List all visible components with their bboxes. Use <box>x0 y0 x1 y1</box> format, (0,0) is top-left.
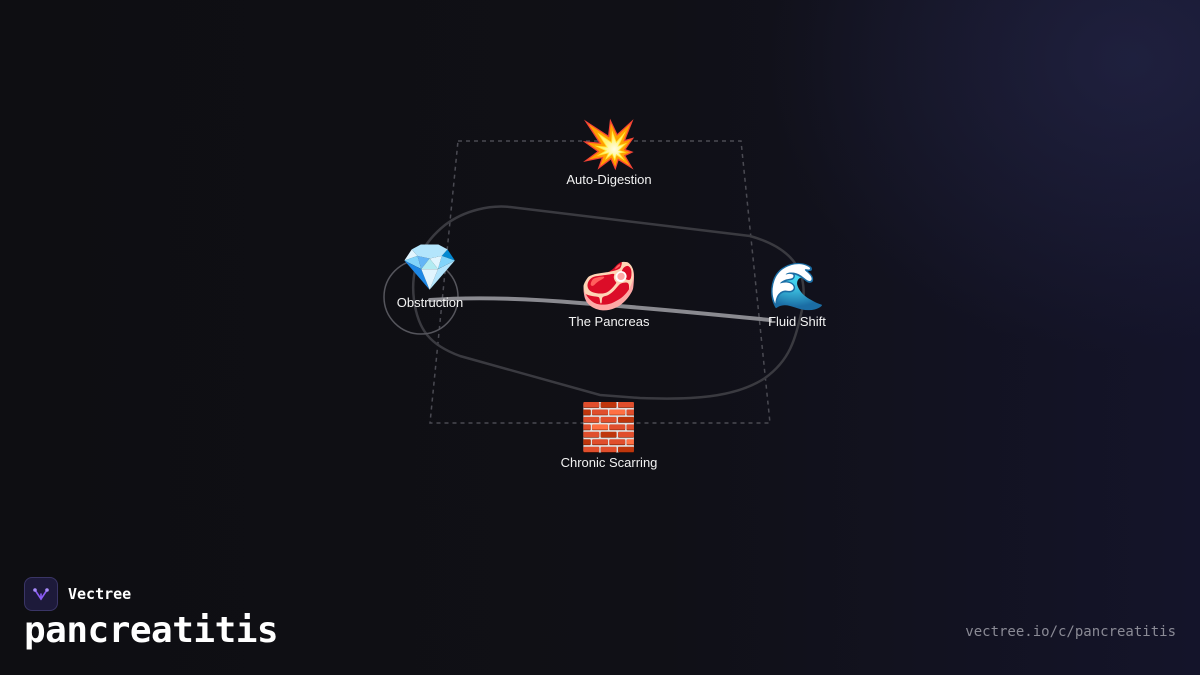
pancreatic-duct-line <box>428 296 772 322</box>
brand[interactable]: Vectree <box>24 577 131 611</box>
gem-icon: 💎 <box>401 240 459 294</box>
node-chronic-scarring[interactable]: 🧱 Chronic Scarring <box>561 401 658 470</box>
brand-name: Vectree <box>68 585 132 603</box>
page-url-link[interactable]: vectree.io/c/pancreatitis <box>965 624 1176 640</box>
node-auto-digestion[interactable]: 💥 Auto-Digestion <box>566 118 651 187</box>
node-fluid-shift[interactable]: 🌊 Fluid Shift <box>768 260 826 329</box>
brick-icon: 🧱 <box>580 400 638 454</box>
node-label: Chronic Scarring <box>560 455 658 470</box>
node-label: The Pancreas <box>568 314 650 329</box>
collision-icon: 💥 <box>580 117 638 171</box>
node-obstruction[interactable]: 💎 Obstruction <box>397 241 463 310</box>
node-label: Obstruction <box>396 295 464 310</box>
page-title: pancreatitis <box>24 610 279 651</box>
water-wave-icon: 🌊 <box>768 259 826 313</box>
node-label: Fluid Shift <box>768 314 826 329</box>
cut-of-meat-icon: 🥩 <box>580 259 638 313</box>
vectree-logo-icon <box>24 577 58 611</box>
pancreas-outline <box>411 205 805 400</box>
node-pancreas[interactable]: 🥩 The Pancreas <box>569 260 650 329</box>
node-label: Auto-Digestion <box>566 172 652 187</box>
